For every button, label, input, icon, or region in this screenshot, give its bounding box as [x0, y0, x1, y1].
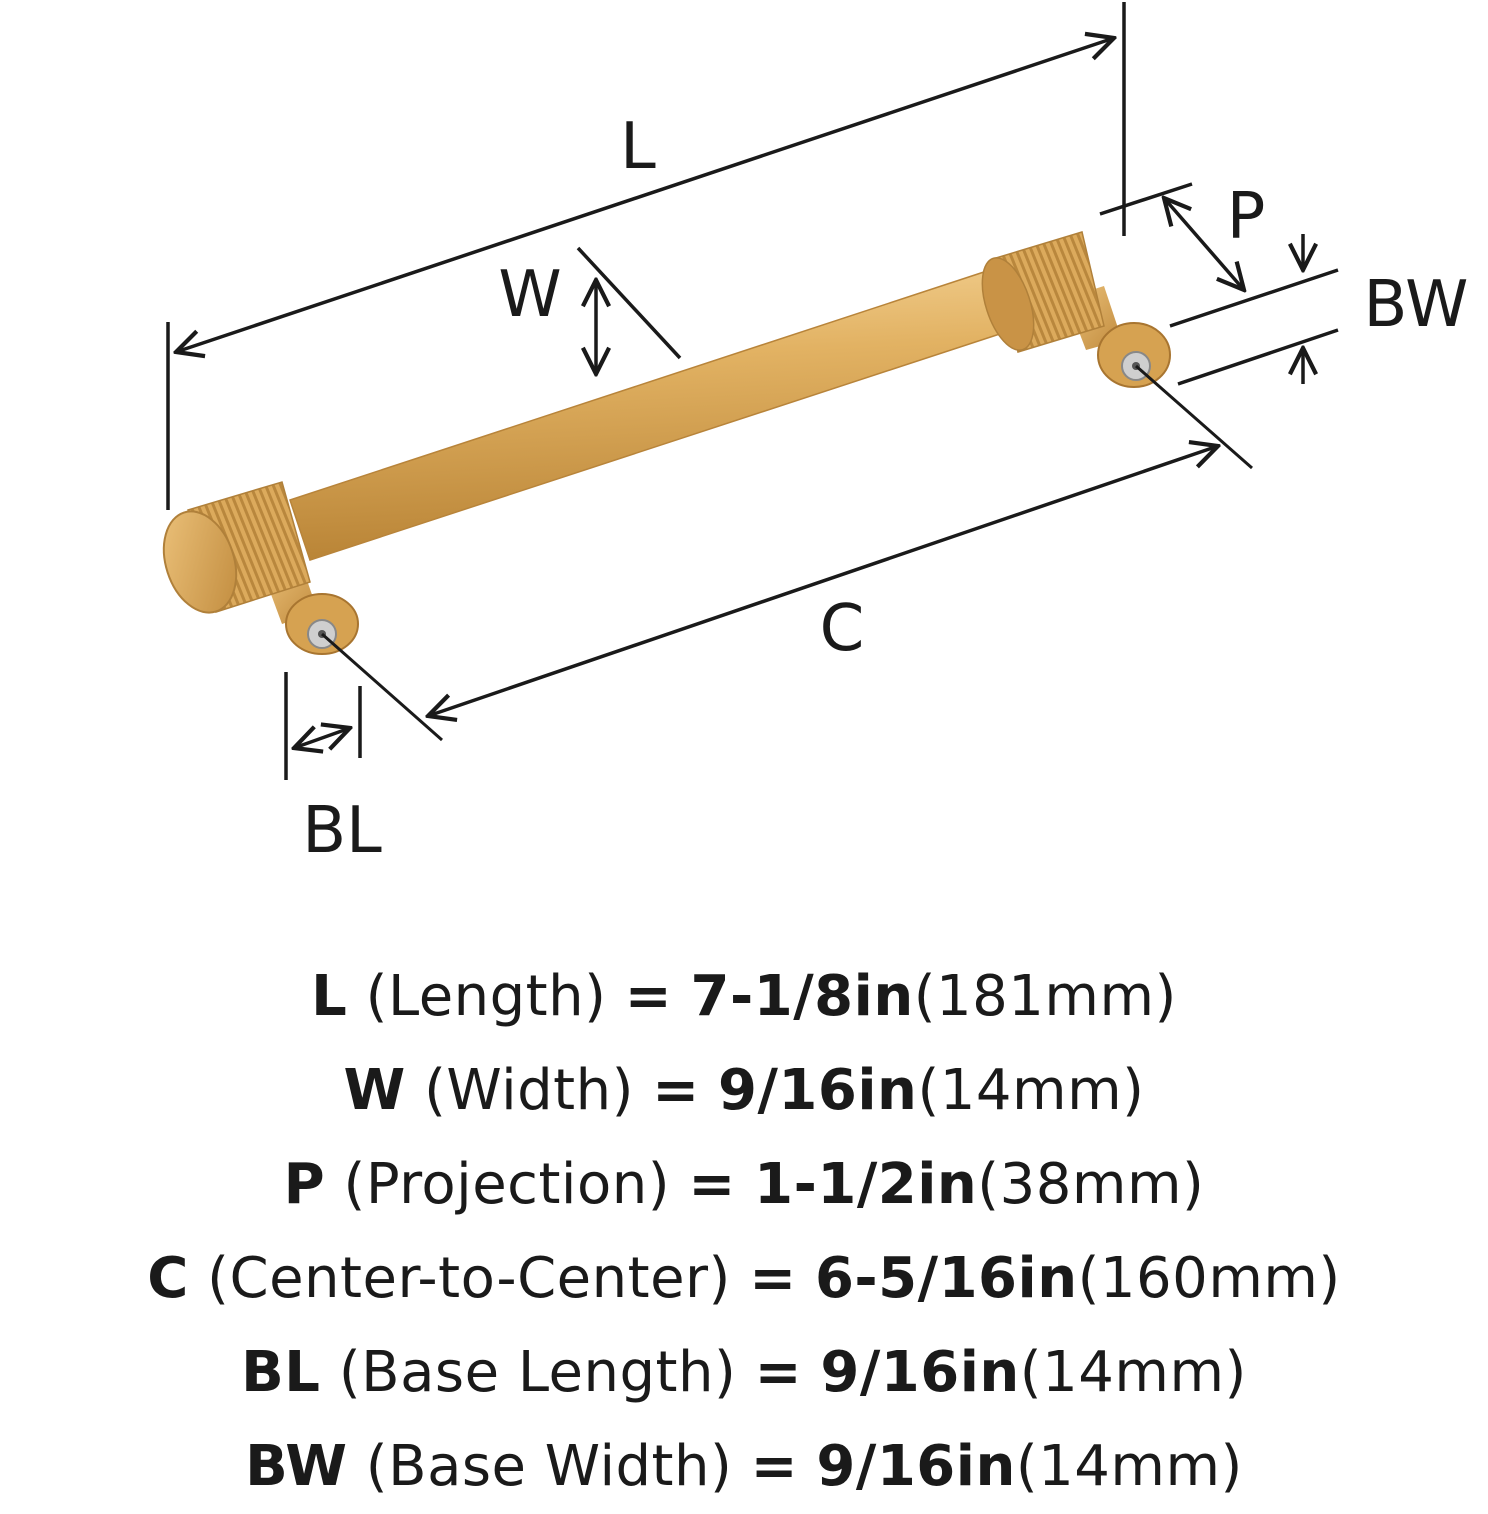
cabinet-pull-diagram: L W P BW C BL — [162, 2, 1469, 868]
spec-list: L (Length) = 7-1/8in(181mm) W (Width) = … — [0, 950, 1488, 1514]
dimension-BW: BW — [1169, 234, 1469, 386]
dimension-L: L — [166, 2, 1126, 510]
spec-row-width: W (Width) = 9/16in(14mm) — [343, 1058, 1145, 1123]
spec-row-base-length: BL (Base Length) = 9/16in(14mm) — [241, 1340, 1247, 1405]
spec-row-base-width: BW (Base Width) = 9/16in(14mm) — [245, 1434, 1243, 1499]
label-BL: BL — [302, 794, 382, 868]
bar — [289, 269, 1013, 561]
label-BW: BW — [1364, 268, 1469, 342]
left-end-cap — [162, 481, 311, 614]
spec-row-projection: P (Projection) = 1-1/2in(38mm) — [283, 1152, 1205, 1217]
right-screw-line — [1135, 364, 1253, 470]
spec-row-length: L (Length) = 7-1/8in(181mm) — [311, 964, 1177, 1029]
label-C: C — [820, 592, 865, 666]
dimension-C: C — [428, 446, 1218, 716]
label-L: L — [620, 110, 656, 184]
dimension-P: P — [1099, 180, 1266, 290]
label-P: P — [1227, 180, 1266, 254]
dimension-BL: BL — [284, 672, 382, 868]
spec-row-center-to-center: C (Center-to-Center) = 6-5/16in(160mm) — [147, 1246, 1341, 1311]
dimension-W: W — [498, 246, 682, 374]
left-screw-line — [321, 632, 443, 742]
label-W: W — [498, 258, 561, 332]
handle — [162, 231, 1253, 742]
